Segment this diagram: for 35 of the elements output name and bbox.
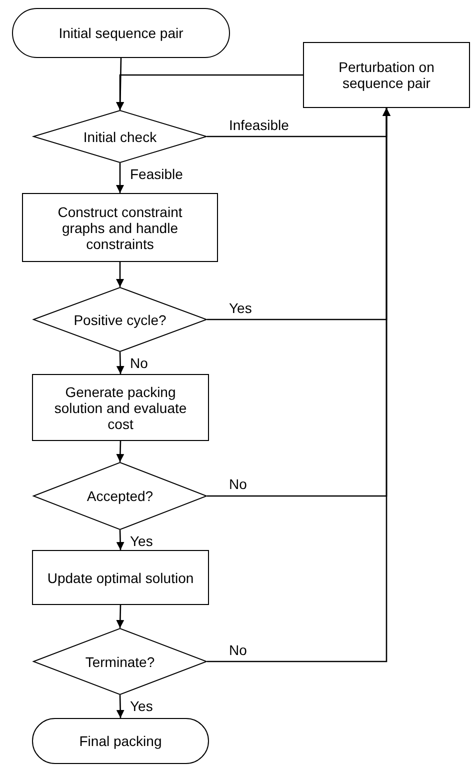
edge-label: Infeasible	[229, 116, 289, 132]
edge-label: Yes	[130, 698, 153, 714]
node-text: Construct constraint graphs and handle constraints	[56, 204, 184, 252]
arrow	[116, 530, 124, 550]
arrow	[116, 352, 124, 374]
process-box	[303, 42, 470, 108]
decision-diamond	[33, 110, 207, 163]
terminal-shape	[12, 8, 230, 58]
arrow	[116, 440, 124, 462]
node-text: Generate packing solution and evaluate cost	[53, 384, 188, 432]
arrow	[207, 108, 390, 662]
node-text: Initial sequence pair	[58, 25, 184, 41]
arrow	[116, 163, 124, 193]
decision-diamond	[33, 462, 207, 530]
arrow	[116, 262, 124, 287]
edge-label: No	[229, 476, 247, 492]
process-box	[22, 193, 218, 262]
arrow	[116, 694, 124, 718]
node-text: Update optimal solution	[47, 570, 194, 586]
node-text: Positive cycle?	[74, 312, 166, 328]
edge-label: Feasible	[130, 166, 183, 182]
process-box	[32, 550, 209, 605]
process-box	[32, 374, 209, 441]
edge-label: Yes	[130, 533, 153, 549]
node-text: Final packing	[79, 733, 162, 749]
decision-diamond	[33, 287, 207, 352]
node-text: Initial check	[83, 128, 157, 144]
node-text: Accepted?	[86, 488, 154, 504]
node-text: Perturbation on sequence pair	[338, 59, 436, 91]
decision-diamond	[33, 628, 207, 695]
node-text: Terminate?	[85, 654, 155, 670]
arrow	[116, 74, 303, 110]
terminal-shape	[32, 718, 209, 764]
edge-label: No	[130, 355, 148, 371]
arrow	[116, 604, 124, 628]
